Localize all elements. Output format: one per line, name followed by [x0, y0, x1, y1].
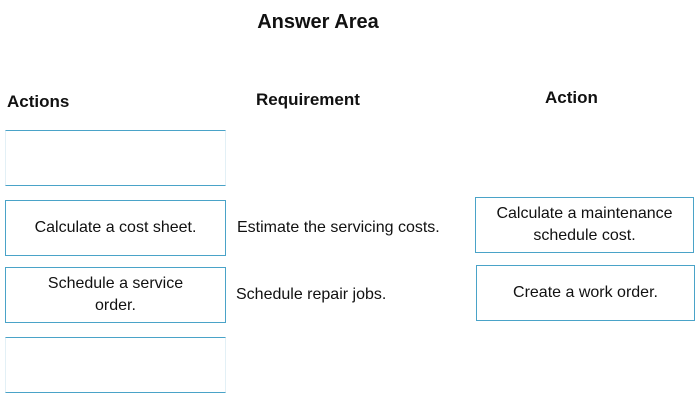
action-option-empty[interactable] — [5, 337, 226, 393]
action-header: Action — [545, 88, 598, 107]
requirement-text: Schedule repair jobs. — [236, 286, 387, 303]
page-title: Answer Area — [257, 11, 379, 33]
requirement-text: Estimate the servicing costs. — [237, 219, 440, 236]
actions-header: Actions — [7, 92, 70, 111]
answer-slot[interactable]: Calculate a maintenance schedule cost. — [475, 197, 694, 253]
action-option[interactable]: Schedule a service order. — [5, 267, 226, 323]
action-option[interactable]: Calculate a cost sheet. — [5, 200, 226, 256]
requirement-header: Requirement — [256, 90, 360, 109]
answer-slot[interactable]: Create a work order. — [476, 265, 695, 321]
action-option-empty[interactable] — [5, 130, 226, 186]
